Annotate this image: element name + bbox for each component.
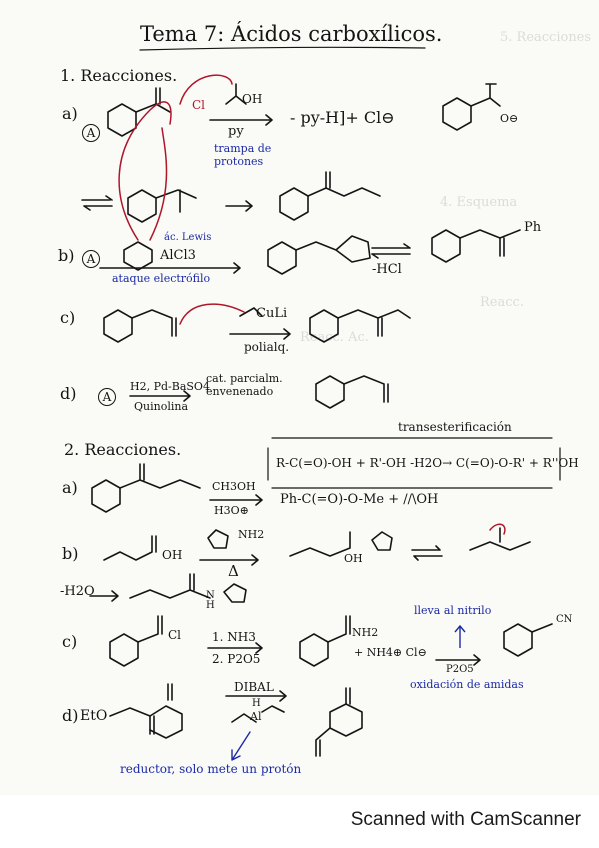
item-1a-note: trampa de protones	[214, 142, 272, 168]
item-1d-label: d)	[60, 384, 77, 403]
box-equation: R-C(=O)-OH + R'-OH -H2O→ C(=O)-O-R' + R'…	[276, 456, 579, 470]
item-2c-product: NH2	[352, 626, 379, 639]
item-1d-reagent-below: Quinolina	[134, 400, 189, 413]
item-2c-cn: CN	[556, 614, 573, 625]
item-2b-intermediate: OH	[344, 552, 363, 565]
item-1d-reagent: H2, Pd-BaSO4	[130, 380, 210, 393]
item-2a-reagent: CH3OH	[212, 480, 256, 493]
item-2a-label: a)	[62, 478, 78, 497]
page-title: Tema 7: Ácidos carboxílicos.	[140, 22, 443, 46]
item-2b-reagent: NH2	[238, 528, 265, 541]
item-1d-circle: A	[98, 388, 116, 406]
item-2b-heat: Δ	[228, 562, 239, 580]
item-2c-step1: 1. NH3	[212, 630, 256, 644]
item-2d-note: reductor, solo mete un protón	[120, 762, 302, 776]
item-1b-note-top: ác. Lewis	[164, 232, 212, 243]
minus-water: -H2O	[60, 584, 95, 599]
item-1b-reagent: AlCl3	[160, 248, 196, 263]
item-1a-reagent-below: py	[228, 124, 244, 139]
item-2b-label: b)	[62, 544, 79, 563]
amide-h: H	[206, 600, 215, 611]
item-1b-circle: A	[82, 250, 100, 268]
item-2c-label: c)	[62, 632, 78, 651]
ring-1a	[107, 103, 137, 137]
item-1a-reagent: OH	[242, 92, 263, 106]
item-2c-step2: 2. P2O5	[212, 652, 261, 666]
item-1b-product-ph: Ph	[524, 220, 542, 235]
item-2c-note-bottom: oxidación de amidas	[410, 678, 524, 691]
item-2a-reagent-below: H3O⊕	[214, 504, 249, 517]
item-2c-p2o5: P2O5	[446, 664, 474, 675]
item-2d-eto: EtO	[80, 708, 108, 724]
section2-heading: 2. Reacciones.	[64, 440, 182, 459]
item-1a-product-salt: - py-H]+ Cl⊖	[290, 108, 395, 127]
item-1a-label: a)	[62, 104, 78, 123]
amide-n: N	[206, 590, 215, 601]
item-2d-label: d)	[62, 706, 79, 725]
item-1b-arrow-label: -HCl	[372, 262, 402, 277]
scanner-footer: Scanned with CamScanner	[0, 795, 599, 848]
section1-heading: 1. Reacciones.	[60, 66, 178, 85]
item-1b-note-bottom: ataque electrófilo	[112, 272, 211, 285]
item-2b-acid: OH	[162, 548, 183, 562]
item-2a-product: Ph-C(=O)-O-Me + ∕∕\OH	[280, 492, 439, 507]
item-1c-reagent: CuLi	[256, 306, 288, 321]
item-2c-note-top: lleva al nitrilo	[414, 604, 492, 617]
item-1a-product-label: O⊖	[500, 112, 519, 125]
item-1a-circle: A	[82, 124, 100, 142]
item-1c-note: polialq.	[244, 340, 290, 354]
item-2d-reagent-h: H	[252, 698, 261, 709]
item-2d-reagent-al: Al	[250, 710, 262, 723]
box-title: transesterificación	[398, 420, 512, 434]
scanner-watermark: Scanned with CamScanner	[350, 809, 581, 830]
item-1c-label: c)	[60, 308, 76, 327]
item-2d-reagent: DIBAL	[234, 680, 274, 694]
item-1a-chloride: Cl	[192, 98, 206, 112]
item-2c-cl: Cl	[168, 628, 182, 642]
item-1b-label: b)	[58, 246, 75, 265]
drawing-layer	[81, 46, 561, 761]
item-2c-side: + NH4⊕ Cl⊖	[354, 646, 427, 659]
item-1d-note: cat. parcialm. envenenado	[206, 372, 283, 398]
